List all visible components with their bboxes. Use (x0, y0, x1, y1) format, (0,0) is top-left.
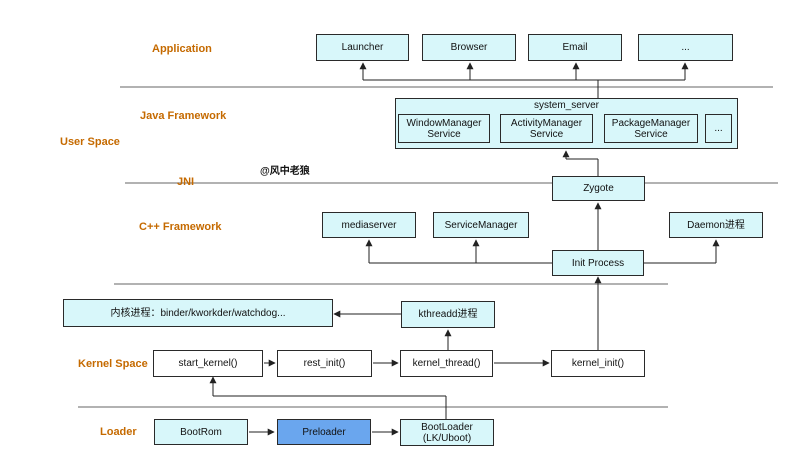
layer-separators (78, 86, 778, 408)
bootrom-box: BootRom (154, 419, 248, 445)
system-server-more-box: ... (705, 114, 732, 143)
preloader-box: Preloader (277, 419, 371, 445)
activity-manager-service-box: ActivityManager Service (500, 114, 593, 143)
zygote-box: Zygote (552, 176, 645, 201)
layer-label-application: Application (152, 43, 212, 55)
layer-label-kernel-space: Kernel Space (78, 358, 148, 370)
app-browser-box: Browser (422, 34, 516, 61)
layer-label-java-framework: Java Framework (140, 110, 227, 122)
kthreadd-box: kthreadd进程 (401, 301, 495, 328)
app-more-box: ... (638, 34, 733, 61)
system-server-title: system_server (533, 100, 599, 111)
mediaserver-box: mediaserver (322, 212, 416, 238)
daemon-process-box: Daemon进程 (669, 212, 763, 238)
start-kernel-box: start_kernel() (153, 350, 263, 377)
bootloader-box: BootLoader (LK/Uboot) (400, 419, 494, 446)
init-process-box: Init Process (552, 250, 644, 276)
layer-label-loader: Loader (100, 426, 137, 438)
author-watermark: @风中老狼 (260, 166, 310, 177)
kernel-thread-box: kernel_thread() (400, 350, 493, 377)
rest-init-box: rest_init() (277, 350, 372, 377)
kernel-threads-box: 内核进程：binder/kworkder/watchdog... (63, 299, 333, 327)
layer-label-cpp-framework: C++ Framework (139, 221, 222, 233)
app-launcher-box: Launcher (316, 34, 409, 61)
app-email-box: Email (528, 34, 622, 61)
window-manager-service-box: WindowManager Service (398, 114, 490, 143)
service-manager-box: ServiceManager (433, 212, 529, 238)
kernel-init-box: kernel_init() (551, 350, 645, 377)
package-manager-service-box: PackageManager Service (604, 114, 698, 143)
layer-label-user-space: User Space (60, 136, 120, 148)
layer-label-jni: JNI (177, 176, 195, 188)
